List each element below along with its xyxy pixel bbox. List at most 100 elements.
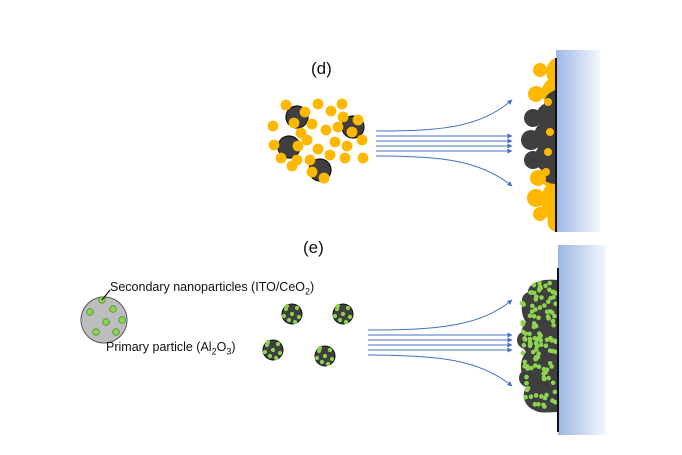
yellow-particle (320, 124, 332, 136)
green-nanoparticle (537, 305, 543, 310)
green-nanoparticle (327, 347, 333, 353)
green-nanoparticle (531, 290, 537, 296)
green-nanoparticle (539, 295, 544, 300)
green-nanoparticle (550, 289, 556, 295)
green-nanoparticle (532, 402, 538, 407)
green-nanoparticle (337, 317, 343, 323)
green-nanoparticle (332, 313, 338, 319)
green-nanoparticle (541, 402, 546, 408)
yellow-particle (299, 106, 311, 118)
green-nanoparticle (335, 303, 341, 309)
green-nanoparticle (281, 313, 287, 319)
green-nanoparticle (265, 339, 271, 345)
green-nanoparticle (536, 315, 541, 321)
panel-label-d: (d) (311, 59, 332, 78)
yellow-particle (280, 99, 292, 111)
green-nanoparticle (524, 380, 529, 386)
green-nanoparticle (532, 336, 538, 341)
yellow-particle (318, 172, 330, 184)
yellow-particle (268, 139, 280, 151)
panel-e (80, 245, 606, 435)
green-nanoparticle (538, 338, 544, 343)
arrow (375, 155, 513, 187)
green-nanoparticle (319, 359, 325, 365)
green-nanoparticle (537, 284, 543, 289)
yellow-particle (339, 152, 351, 164)
green-nanoparticle (546, 299, 551, 305)
green-nanoparticle (544, 337, 550, 343)
green-nanoparticle (543, 283, 548, 289)
green-nanoparticle (525, 386, 531, 391)
flow-arrows-e (367, 299, 513, 387)
yellow-particle (288, 117, 300, 129)
green-nanoparticle (547, 361, 553, 366)
legend-particle (80, 289, 128, 344)
yellow-particle (337, 111, 349, 123)
deposited-layer-e (517, 279, 559, 413)
yellow-particle (357, 152, 369, 164)
green-nanoparticle (520, 322, 526, 327)
legend-secondary-label: Secondary nanoparticles (ITO/CeO2) (110, 280, 315, 297)
green-nanoparticle (520, 329, 526, 335)
green-nanoparticle (547, 280, 552, 286)
green-nanoparticle (284, 303, 290, 309)
green-nanoparticle (552, 389, 558, 395)
green-nanoparticle (553, 301, 558, 307)
green-nanoparticle (527, 336, 533, 342)
arrow (367, 299, 513, 331)
green-nanoparticle (544, 392, 549, 398)
yellow-particle (295, 127, 307, 139)
yellow-particle (292, 140, 304, 152)
green-nanoparticle (541, 375, 547, 381)
green-nanoparticle (347, 314, 353, 320)
green-nanoparticle (329, 356, 335, 362)
yellow-particle (267, 120, 279, 132)
green-nanoparticle (527, 313, 533, 319)
green-nanoparticle (545, 314, 551, 319)
green-nanoparticle (546, 375, 551, 381)
yellow-particle (325, 105, 337, 117)
green-nanoparticle (521, 342, 527, 348)
yellow-particle (329, 136, 341, 148)
yellow-particle (352, 114, 364, 126)
green-nanoparticle (550, 398, 555, 403)
green-nanoparticle (529, 309, 535, 314)
green-nanoparticle (343, 319, 349, 325)
green-nanoparticle (325, 361, 331, 367)
green-nanoparticle (277, 350, 283, 356)
yellow-particle (341, 140, 353, 152)
deposited-layer-d (521, 58, 557, 232)
green-nanoparticle (530, 303, 535, 309)
green-nanoparticle (270, 347, 276, 353)
yellow-particle (312, 98, 324, 110)
green-nanoparticle (550, 380, 556, 386)
arrow (367, 354, 513, 387)
green-nanoparticle (296, 314, 302, 320)
yellow-particle (324, 149, 336, 161)
green-nanoparticle (528, 341, 533, 347)
green-nanoparticle (314, 355, 320, 361)
flow-arrows-d (375, 99, 513, 187)
green-nanoparticle (542, 303, 547, 308)
yellow-particle (301, 134, 313, 146)
green-nanoparticle (523, 394, 528, 400)
green-nanoparticle (536, 364, 542, 370)
green-nanoparticle (294, 305, 300, 311)
green-nanoparticle (536, 402, 541, 407)
green-nanoparticle (525, 366, 530, 371)
yellow-particle (336, 98, 348, 110)
yellow-particle (306, 166, 318, 178)
green-nanoparticle (286, 317, 292, 323)
green-nanoparticle (530, 349, 536, 355)
green-nanoparticle (537, 280, 542, 286)
green-nanoparticle (522, 359, 528, 365)
substrate-e (558, 245, 606, 435)
green-nanoparticle (534, 344, 540, 349)
yellow-particle (356, 134, 368, 146)
green-nanoparticle (527, 331, 532, 337)
green-nanoparticle (529, 365, 534, 371)
green-nanoparticle (531, 282, 537, 288)
green-nanoparticle (345, 305, 351, 311)
green-nanoparticle (522, 336, 527, 341)
